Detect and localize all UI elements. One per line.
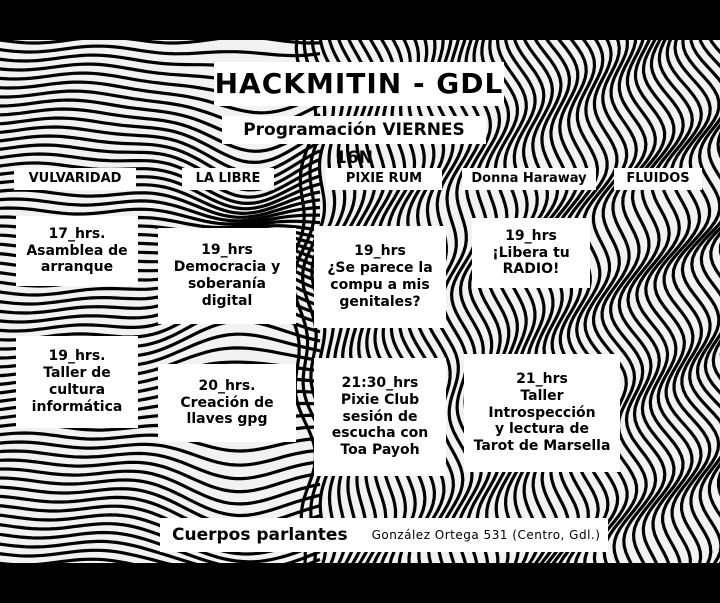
event-text: compu a mis (330, 277, 430, 293)
event-text: escucha con (331, 425, 429, 442)
event-time: 21:30_hrs (341, 375, 419, 391)
room-label-pixie-rum: PIXIE RUM (326, 168, 442, 190)
event-pixie-1: 19_hrs ¿Se parece la compu a mis genital… (314, 226, 446, 328)
event-text: Taller de (43, 365, 111, 382)
event-text: informática (31, 398, 123, 415)
event-text: ¡Libera tu (492, 244, 570, 261)
event-text: Toa Payoh (340, 442, 420, 459)
event-time: 20_hrs. (198, 377, 256, 394)
event-text: Asamblea de (26, 242, 128, 259)
event-text: digital (201, 292, 253, 309)
event-text: Taller (520, 387, 564, 404)
event-pixie-2: 21:30_hrs Pixie Club sesión de escucha c… (314, 358, 446, 476)
event-poster: HACKMITIN - GDL Programación VIERNES 16N… (0, 40, 720, 563)
room-label-fluidos: FLUIDOS (614, 168, 702, 190)
event-text: llaves gpg (186, 411, 268, 428)
event-text: y lectura de (495, 421, 589, 438)
poster-title: HACKMITIN - GDL (214, 62, 504, 106)
event-text: arranque (40, 259, 114, 276)
event-text: Tarot de Marsella (473, 438, 611, 455)
event-donna-1: 19_hrs ¡Libera tu RADIO! (472, 218, 590, 288)
event-text: sesión de (342, 408, 418, 425)
event-vulvaridad-2: 19_hrs. Taller de cultura informática (16, 336, 138, 428)
event-time: 19_hrs (201, 242, 253, 259)
event-text: RADIO! (502, 261, 560, 278)
poster-subtitle: Programación VIERNES 16N (222, 116, 486, 168)
venue-address: González Ortega 531 (Centro, Gdl.) (371, 527, 601, 542)
event-text: genitales? (339, 293, 421, 310)
event-time: 19_hrs (354, 243, 406, 260)
room-label-donna-haraway: Donna Haraway (462, 168, 596, 190)
event-time: 21_hrs (516, 371, 568, 387)
event-text: cultura (48, 382, 106, 398)
event-time: 19_hrs (505, 227, 557, 244)
event-libre-1: 19_hrs Democracia y soberanía digital (158, 228, 296, 324)
event-time: 17_hrs. (48, 225, 106, 242)
event-libre-2: 20_hrs. Creación de llaves gpg (158, 364, 296, 442)
event-time: 19_hrs. (48, 348, 106, 365)
event-donna-2: 21_hrs Taller Introspección y lectura de… (464, 354, 620, 472)
event-text: ¿Se parece la (327, 260, 433, 277)
event-vulvaridad-1: 17_hrs. Asamblea de arranque (16, 216, 138, 286)
event-text: Creación de (180, 394, 274, 411)
venue-footer: Cuerpos parlantes González Ortega 531 (C… (160, 518, 608, 552)
venue-name: Cuerpos parlantes (172, 524, 348, 545)
event-text: Democracia y (173, 259, 281, 276)
room-label-vulvaridad: VULVARIDAD (14, 168, 136, 190)
event-text: Pixie Club (340, 391, 420, 408)
event-text: soberanía (187, 276, 267, 292)
event-text: Introspección (488, 404, 596, 421)
room-label-la-libre: LA LIBRE (182, 168, 274, 190)
